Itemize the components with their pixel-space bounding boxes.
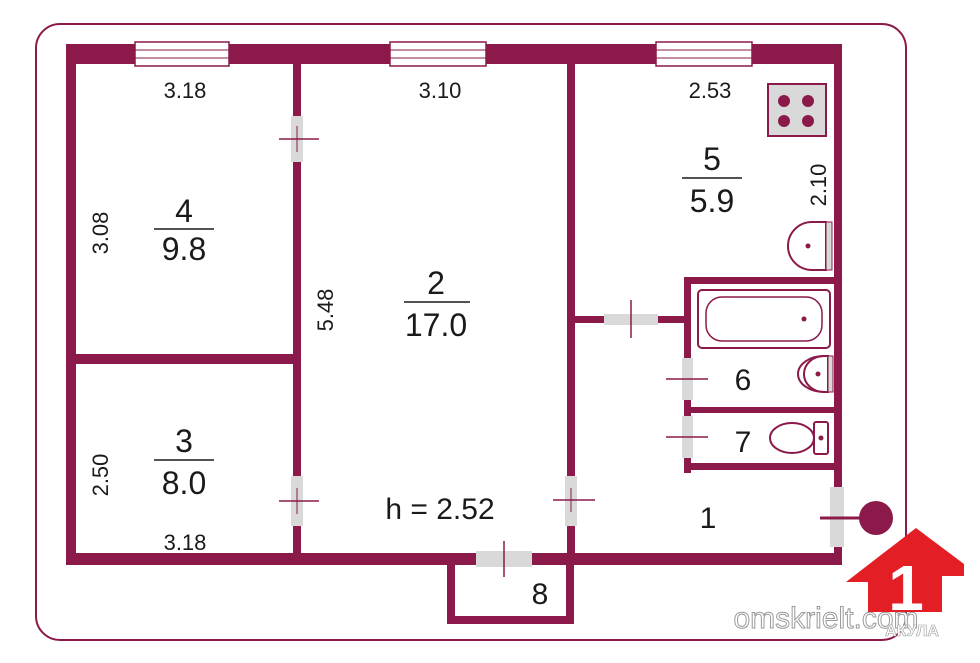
outer-wall-right (834, 44, 842, 565)
room-4-area: 9.8 (162, 231, 206, 267)
door-room-3 (279, 476, 319, 526)
outer-wall-left (66, 44, 76, 565)
door-room-6 (666, 358, 708, 400)
balcony-wall (447, 560, 574, 624)
dim-room3-width: 3.18 (164, 530, 207, 555)
room-2-area: 17.0 (405, 307, 467, 343)
door-room-7 (666, 416, 708, 458)
dim-room4-width: 3.18 (164, 78, 207, 103)
room-4-number: 4 (175, 193, 193, 229)
wall-between-4-and-2 (293, 64, 301, 558)
dim-room5-height: 2.10 (806, 164, 831, 207)
outer-wall-bottom (66, 553, 842, 565)
stove-icon (767, 83, 827, 137)
dim-room4-height: 3.08 (88, 212, 113, 255)
wall-between-4-and-3 (74, 354, 296, 364)
wall-wc-bottom (684, 463, 838, 470)
window-room-2 (389, 41, 487, 67)
room-6-number: 6 (735, 364, 752, 397)
room-7-number: 7 (735, 426, 752, 459)
sink-icon (787, 221, 833, 271)
room-3-area: 8.0 (162, 465, 206, 501)
room-8-number: 8 (532, 578, 549, 611)
door-balcony (476, 541, 532, 577)
room-1-number: 1 (700, 502, 717, 535)
room-5-number: 5 (703, 141, 721, 177)
wall-bath-wc-divider (684, 407, 838, 413)
door-room-4 (279, 116, 319, 162)
ceiling-height: h = 2.52 (385, 493, 494, 526)
wall-between-2-and-5 (567, 64, 575, 558)
washbasin-icon (797, 355, 834, 393)
dim-room3-height: 2.50 (88, 454, 113, 497)
room-5-area: 5.9 (690, 183, 734, 219)
logo-house-icon: 1 АКУЛА (846, 528, 964, 640)
logo-brand: АКУЛА (885, 623, 939, 640)
room-2-number: 2 (427, 265, 445, 301)
dim-room2-height: 5.48 (313, 289, 338, 332)
door-room-2-hall (553, 476, 595, 526)
wall-bath-top (684, 277, 838, 284)
dim-room5-width: 2.53 (689, 78, 732, 103)
entrance-marker-icon (820, 501, 893, 535)
plan-border (35, 23, 907, 641)
room-3-number: 3 (175, 423, 193, 459)
logo-digit: 1 (888, 552, 924, 624)
bathtub-icon (697, 289, 831, 349)
toilet-icon (769, 421, 829, 455)
door-room-5 (604, 300, 658, 338)
window-room-4 (134, 41, 230, 67)
dim-room2-width: 3.10 (419, 78, 462, 103)
window-room-5 (655, 41, 753, 67)
